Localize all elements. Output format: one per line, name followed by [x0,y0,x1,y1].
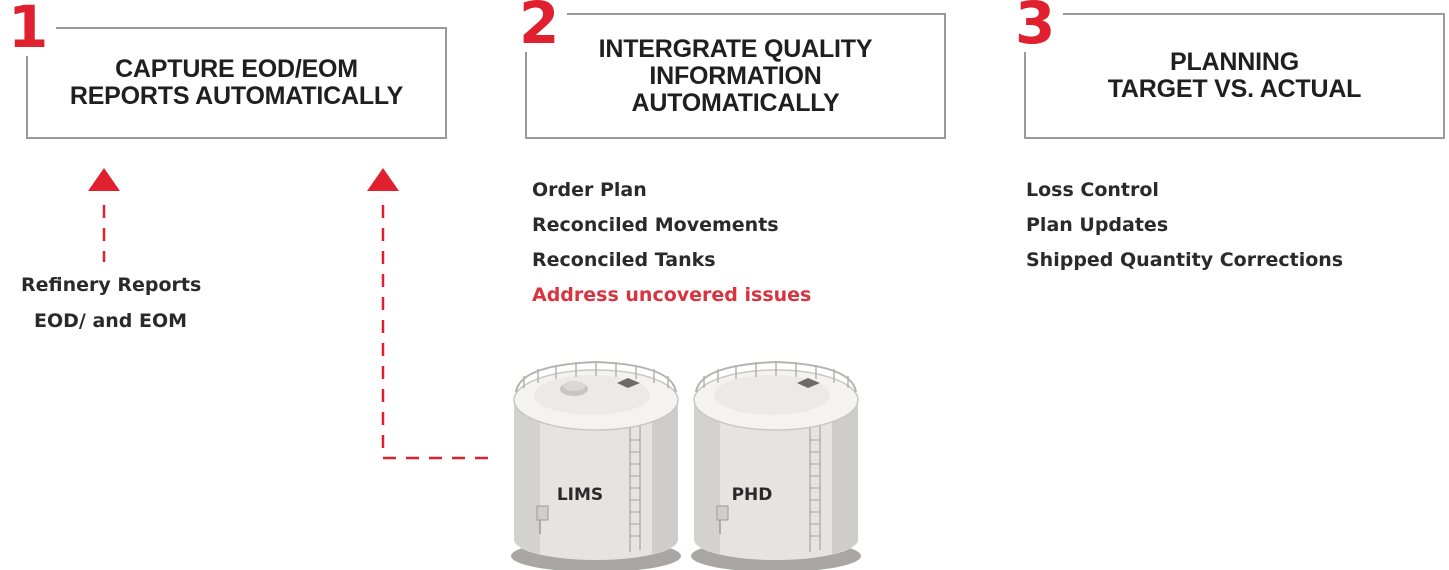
step-3-list: Loss Control Plan Updates Shipped Quanti… [1026,173,1343,278]
tank-phd-label: PHD [732,485,773,505]
step-1-box: CAPTURE EOD/EOM REPORTS AUTOMATICALLY [26,27,447,139]
list-item: Reconciled Tanks [532,249,716,271]
step-1-title: CAPTURE EOD/EOM REPORTS AUTOMATICALLY [69,55,404,110]
source-reports-line-2: EOD/ and EOM [34,310,188,332]
step-2-number: 2 [519,0,568,52]
step-3-title: PLANNING TARGET VS. ACTUAL [1107,48,1362,103]
step-3-box: PLANNING TARGET VS. ACTUAL [1024,13,1445,139]
arrow-connector-icon [367,168,495,460]
step-2-title: INTERGRATE QUALITY INFORMATION AUTOMATIC… [598,34,873,117]
step-2-box: INTERGRATE QUALITY INFORMATION AUTOMATIC… [525,13,946,139]
arrow-up-icon [88,168,120,262]
step-2-list: Order Plan Reconciled Movements Reconcil… [532,173,811,313]
list-item: Plan Updates [1026,214,1169,236]
list-item: Reconciled Movements [532,214,779,236]
tank-lims-label: LIMS [557,485,603,505]
source-reports-line-1: Refinery Reports [21,274,202,296]
list-item: Loss Control [1026,179,1159,201]
list-item-highlight: Address uncovered issues [532,284,812,306]
step-3-number: 3 [1015,0,1064,52]
step-1-number: 1 [8,0,57,56]
tank-lims-icon [511,360,681,570]
list-item: Order Plan [532,179,647,201]
list-item: Shipped Quantity Corrections [1026,249,1344,271]
tank-phd-icon [691,360,861,570]
